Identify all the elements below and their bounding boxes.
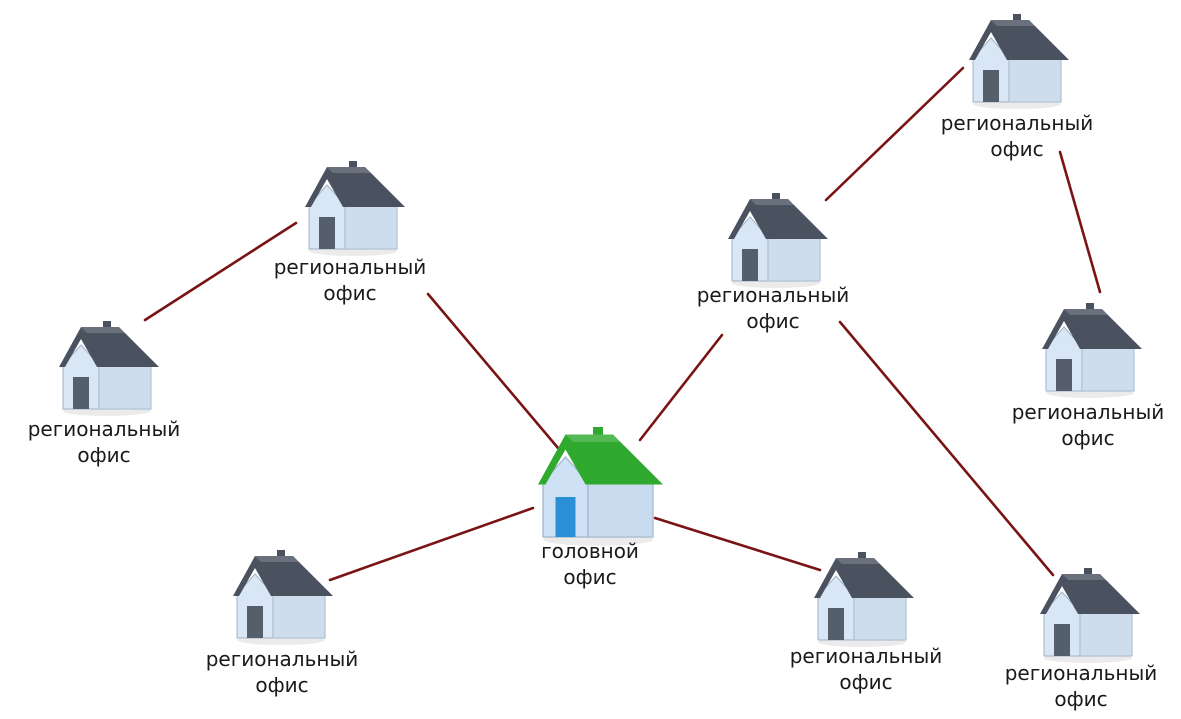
house-icon bbox=[1040, 568, 1140, 663]
office-label-line1: региональный bbox=[206, 647, 359, 671]
office-label-line2: офис bbox=[1054, 687, 1107, 711]
office-label-line2: офис bbox=[77, 443, 130, 467]
connection-line-r4-r5 bbox=[1058, 150, 1102, 294]
connection-line-head-r1 bbox=[426, 292, 560, 450]
office-label-line1: региональный bbox=[697, 283, 850, 307]
house-icon bbox=[969, 14, 1069, 109]
connection-line-head-r3 bbox=[638, 333, 724, 442]
office-label-line1: региональный bbox=[790, 644, 943, 668]
connection-line-r3-r8 bbox=[838, 320, 1055, 577]
house-icon bbox=[728, 193, 828, 288]
office-label-line1: региональный bbox=[274, 255, 427, 279]
house-icon bbox=[233, 550, 333, 645]
office-label-line2: офис bbox=[839, 670, 892, 694]
house-icon bbox=[59, 321, 159, 416]
office-label-line1: головной bbox=[541, 539, 639, 563]
office-label-line1: региональный bbox=[1005, 661, 1158, 685]
connections bbox=[143, 66, 1102, 582]
house-icon bbox=[1042, 303, 1142, 398]
connection-line-head-r7 bbox=[653, 516, 822, 572]
office-label-line1: региональный bbox=[1012, 400, 1165, 424]
office-label-line2: офис bbox=[563, 565, 616, 589]
office-label-line2: офис bbox=[746, 309, 799, 333]
office-label-line2: офис bbox=[323, 281, 376, 305]
office-label-line2: офис bbox=[990, 137, 1043, 161]
house-icon bbox=[814, 552, 914, 647]
house-icon bbox=[305, 161, 405, 256]
office-label-line2: офис bbox=[1061, 426, 1114, 450]
connection-line-head-r6 bbox=[328, 506, 535, 582]
office-label-line1: региональный bbox=[941, 111, 1094, 135]
office-label-line2: офис bbox=[255, 673, 308, 697]
offices: головнойофисрегиональныйофисрегиональный… bbox=[28, 14, 1165, 711]
connection-line-r1-r2 bbox=[143, 221, 298, 322]
office-label-line1: региональный bbox=[28, 417, 181, 441]
connection-line-r3-r4 bbox=[824, 66, 965, 202]
green-house-icon bbox=[538, 427, 663, 546]
